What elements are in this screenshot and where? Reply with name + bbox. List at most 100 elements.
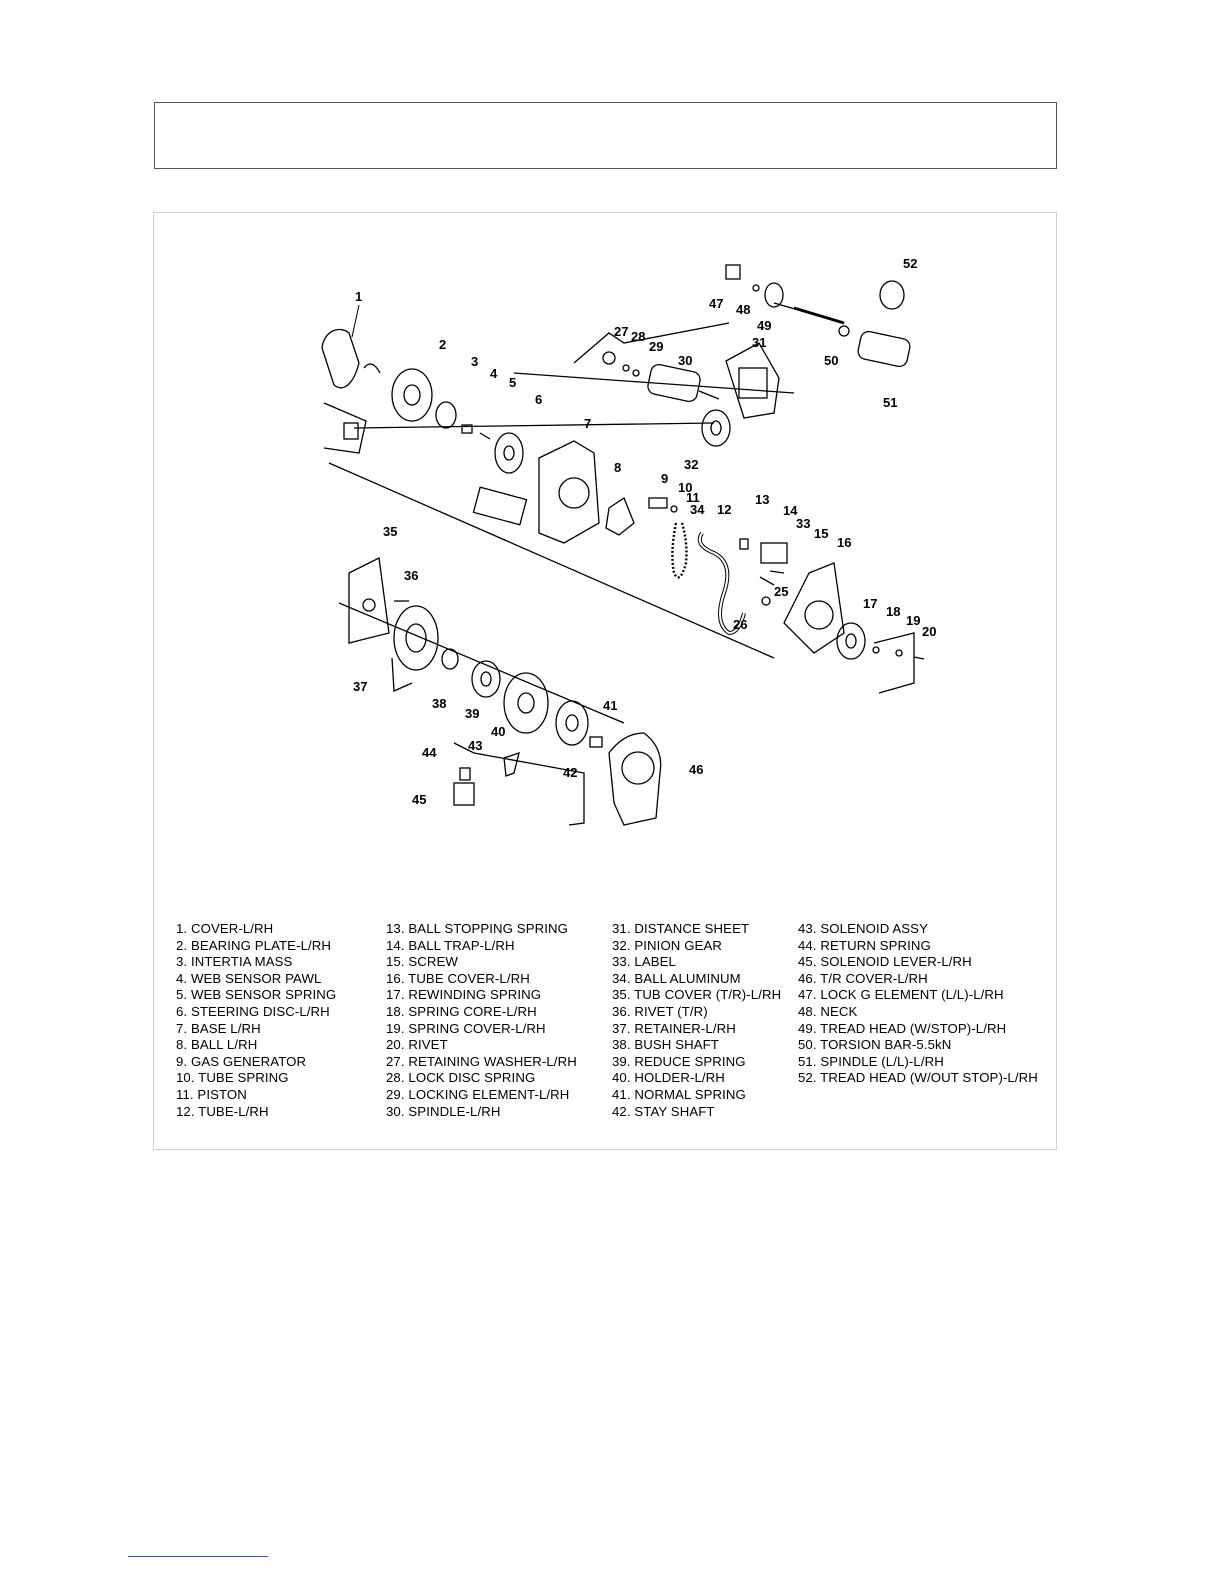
callout-33: 33 — [796, 516, 810, 531]
legend-item: 3. INTERTIA MASS — [176, 954, 293, 970]
legend-item: 20. RIVET — [386, 1037, 448, 1053]
callout-41: 41 — [603, 698, 617, 713]
part-37-retainer — [393, 605, 439, 671]
callout-14: 14 — [783, 503, 798, 518]
legend-item: 41. NORMAL SPRING — [612, 1086, 746, 1102]
callout-5: 5 — [509, 375, 516, 390]
callout-49: 49 — [757, 318, 771, 333]
part-6-steering-disc — [494, 432, 524, 474]
part-7-base — [538, 440, 600, 544]
callout-52: 52 — [903, 256, 917, 271]
callout-37: 37 — [353, 679, 367, 694]
callout-3: 3 — [471, 354, 478, 369]
part-1-cover — [321, 328, 360, 389]
legend-item: 40. HOLDER-L/RH — [612, 1070, 725, 1086]
legend-item: 29. LOCKING ELEMENT-L/RH — [386, 1086, 570, 1102]
part-31-distance-sheet — [725, 342, 780, 419]
legend-item: 50. TORSION BAR-5.5kN — [798, 1037, 952, 1053]
legend-item: 48. NECK — [798, 1003, 858, 1019]
callout-2: 2 — [439, 337, 446, 352]
legend-item: 16. TUBE COVER-L/RH — [386, 970, 530, 986]
legend-column-1: 1. COVER-L/RH 2. BEARING PLATE-L/RH 3. I… — [176, 921, 336, 1120]
part-45-solenoid-lever — [453, 782, 475, 806]
exploded-parts-diagram: 1 2 3 4 5 6 7 8 9 10 11 34 12 13 14 33 1… — [321, 256, 936, 826]
legend-item: 38. BUSH SHAFT — [612, 1037, 719, 1053]
legend-item: 6. STEERING DISC-L/RH — [176, 1003, 330, 1019]
callout-51: 51 — [883, 395, 897, 410]
legend-item: 47. LOCK G ELEMENT (L/L)-L/RH — [798, 987, 1004, 1003]
legend-item: 28. LOCK DISC SPRING — [386, 1070, 536, 1086]
callout-20: 20 — [922, 624, 936, 639]
legend-item: 5. WEB SENSOR SPRING — [176, 987, 337, 1003]
legend-item: 27. RETAINING WASHER-L/RH — [386, 1053, 577, 1069]
callout-43: 43 — [468, 738, 482, 753]
legend-item: 33. LABEL — [612, 954, 676, 970]
legend-column-4: 43. SOLENOID ASSY 44. RETURN SPRING 45. … — [798, 921, 1038, 1087]
legend-item: 30. SPINDLE-L/RH — [386, 1103, 501, 1119]
legend-item: 2. BEARING PLATE-L/RH — [176, 937, 332, 953]
legend-item: 46. T/R COVER-L/RH — [798, 970, 928, 986]
callout-6: 6 — [535, 392, 542, 407]
callout-8: 8 — [614, 460, 621, 475]
callout-1: 1 — [355, 289, 362, 304]
callout-48: 48 — [736, 302, 750, 317]
callout-27: 27 — [614, 324, 628, 339]
callout-30: 30 — [678, 353, 692, 368]
callout-9: 9 — [661, 471, 668, 486]
callout-42: 42 — [563, 765, 577, 780]
legend-item: 37. RETAINER-L/RH — [612, 1020, 736, 1036]
legend-item: 10. TUBE SPRING — [176, 1070, 289, 1086]
callout-labels: 1 2 3 4 5 6 7 8 9 10 11 34 12 13 14 33 1… — [351, 256, 936, 807]
legend-item: 39. REDUCE SPRING — [612, 1053, 746, 1069]
callout-4: 4 — [490, 366, 498, 381]
footer-link-underline[interactable] — [128, 1556, 268, 1557]
callout-34: 34 — [690, 502, 705, 517]
part-35-tub-cover — [348, 557, 390, 644]
callout-25: 25 — [774, 584, 788, 599]
header-box — [154, 102, 1057, 169]
callout-12: 12 — [717, 502, 731, 517]
legend-item: 14. BALL TRAP-L/RH — [386, 937, 515, 953]
part-51-spindle — [857, 330, 911, 368]
callout-44: 44 — [422, 745, 437, 760]
legend-item: 18. SPRING CORE-L/RH — [386, 1003, 537, 1019]
callout-19: 19 — [906, 613, 920, 628]
part-30-spindle — [647, 363, 701, 403]
callout-40: 40 — [491, 724, 505, 739]
callout-16: 16 — [837, 535, 851, 550]
part-46-tr-cover — [608, 732, 662, 826]
part-2-bearing-plate — [391, 368, 433, 422]
legend-item: 17. REWINDING SPRING — [386, 987, 542, 1003]
legend-item: 19. SPRING COVER-L/RH — [386, 1020, 546, 1036]
legend-item: 9. GAS GENERATOR — [176, 1053, 307, 1069]
legend-item: 13. BALL STOPPING SPRING — [386, 921, 568, 936]
callout-15: 15 — [814, 526, 828, 541]
callout-29: 29 — [649, 339, 663, 354]
callout-13: 13 — [755, 492, 769, 507]
legend-item: 31. DISTANCE SHEET — [612, 921, 750, 936]
figure-frame: 1 2 3 4 5 6 7 8 9 10 11 34 12 13 14 33 1… — [153, 212, 1057, 1150]
callout-10: 10 — [678, 480, 692, 495]
callout-50: 50 — [824, 353, 838, 368]
callout-35: 35 — [383, 524, 397, 539]
legend-column-2: 13. BALL STOPPING SPRING 14. BALL TRAP-L… — [386, 921, 577, 1120]
legend-item: 12. TUBE-L/RH — [176, 1103, 269, 1119]
callout-7: 7 — [584, 416, 591, 431]
legend-item: 43. SOLENOID ASSY — [798, 921, 928, 936]
legend-item: 45. SOLENOID LEVER-L/RH — [798, 954, 972, 970]
callout-39: 39 — [465, 706, 479, 721]
legend-item: 4. WEB SENSOR PAWL — [176, 970, 322, 986]
legend-item: 15. SCREW — [386, 954, 458, 970]
legend-item: 44. RETURN SPRING — [798, 937, 931, 953]
legend-item: 51. SPINDLE (L/L)-L/RH — [798, 1053, 944, 1069]
callout-36: 36 — [404, 568, 418, 583]
callout-46: 46 — [689, 762, 703, 777]
legend-item: 1. COVER-L/RH — [176, 921, 274, 936]
callout-26: 26 — [733, 617, 747, 632]
legend-item: 52. TREAD HEAD (W/OUT STOP)-L/RH — [798, 1070, 1038, 1086]
legend-item: 42. STAY SHAFT — [612, 1103, 715, 1119]
callout-11: 11 — [686, 490, 700, 505]
legend-item: 34. BALL ALUMINUM — [612, 970, 741, 986]
legend-item: 11. PISTON — [176, 1086, 247, 1102]
legend-column-3: 31. DISTANCE SHEET 32. PINION GEAR 33. L… — [612, 921, 781, 1120]
